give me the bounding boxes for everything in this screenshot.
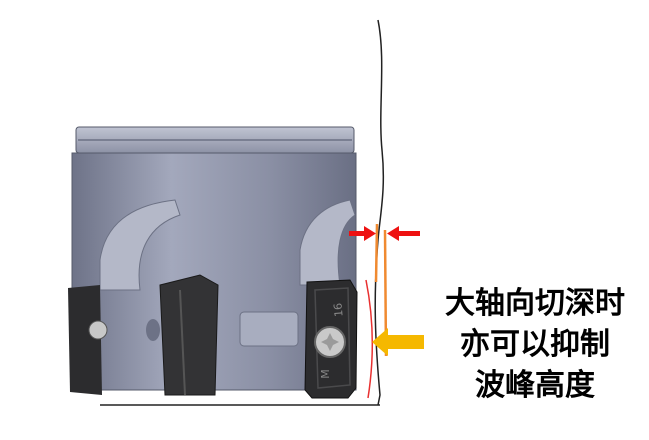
insert-right: 16 M bbox=[304, 279, 358, 399]
insert-grade-mark: M bbox=[319, 369, 332, 379]
caption-line-2: 亦可以抑制 bbox=[460, 327, 610, 362]
chip-flute-left bbox=[99, 199, 181, 291]
caption-text: 大轴向切深时 亦可以抑制 波峰高度 bbox=[430, 283, 640, 406]
caption-line-1: 大轴向切深时 bbox=[445, 286, 625, 321]
chip-flute-right bbox=[299, 199, 356, 286]
red-arrow-left-pointing bbox=[387, 226, 420, 241]
wave-height-arc bbox=[365, 279, 374, 399]
insert-size-mark: 16 bbox=[331, 302, 345, 317]
insert-center bbox=[159, 274, 219, 396]
pocket-slot bbox=[239, 311, 299, 347]
insert-center-edge bbox=[179, 289, 186, 396]
caption-line-3: 波峰高度 bbox=[475, 368, 595, 403]
yellow-arrow-icon bbox=[372, 328, 424, 356]
insert-screw bbox=[88, 320, 108, 340]
reference-line-inner bbox=[374, 223, 379, 283]
red-arrow-right-pointing bbox=[349, 226, 376, 241]
side-hole bbox=[146, 319, 160, 341]
torx-icon bbox=[321, 333, 339, 351]
cutter-top-ring bbox=[75, 126, 355, 154]
insert-left bbox=[68, 285, 108, 395]
workpiece-wall-line bbox=[374, 19, 385, 406]
